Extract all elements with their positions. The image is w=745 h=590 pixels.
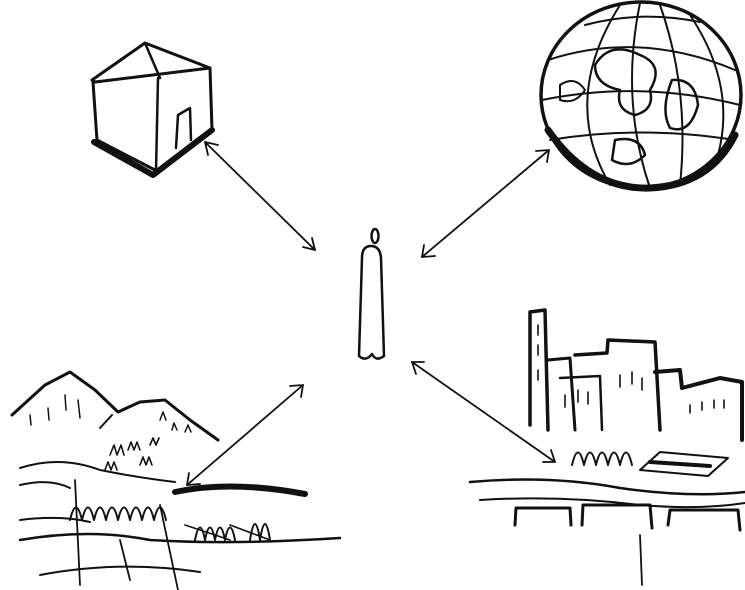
city-icon <box>468 308 745 586</box>
house-icon <box>90 41 215 178</box>
person-figure <box>357 227 386 360</box>
landscape-icon <box>10 370 342 590</box>
arrow-person-landscape <box>186 384 304 486</box>
arrow-person-globe <box>421 149 550 258</box>
arrow-person-house <box>204 141 316 251</box>
globe-icon <box>539 0 743 192</box>
arrow-person-city <box>411 361 556 463</box>
